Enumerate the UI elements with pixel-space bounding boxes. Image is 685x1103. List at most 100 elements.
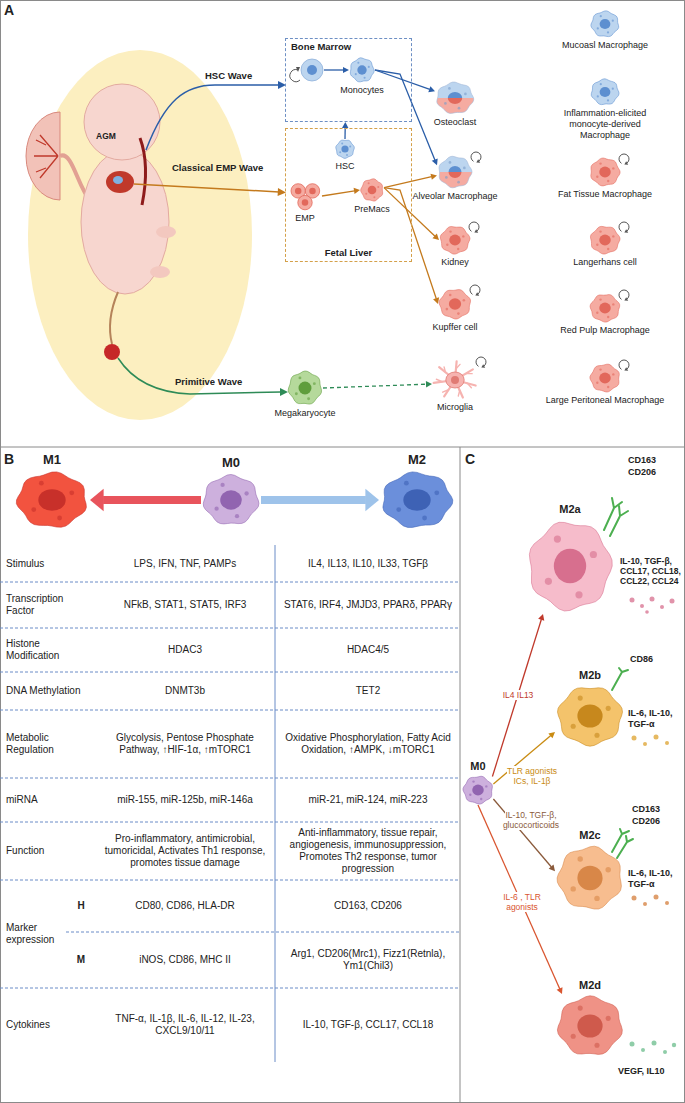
cell-part — [594, 733, 599, 738]
region-title: Fetal Liver — [286, 247, 411, 258]
cell-part — [607, 31, 609, 33]
cell-part — [612, 235, 614, 237]
text-label: A — [4, 2, 20, 19]
text-label: Classical EMP Wave — [172, 162, 284, 173]
cell-part — [313, 382, 316, 385]
cell-node: M1 — [14, 452, 90, 530]
cell-shape — [589, 225, 621, 255]
cell-part — [295, 392, 298, 395]
cell-part — [336, 140, 355, 158]
cell-node: Osteoclast — [410, 81, 500, 128]
cell-label: M0 — [462, 760, 494, 773]
cell-part — [570, 886, 575, 891]
cell-part — [597, 27, 599, 29]
cell-shape — [590, 78, 620, 106]
cell-part — [545, 578, 552, 585]
cell-node: M2b — [555, 669, 625, 748]
cell-part — [600, 15, 602, 17]
cell-part — [449, 294, 452, 297]
self-renewal-arrowhead — [624, 229, 628, 232]
table-cell: Transcription Factor — [6, 582, 94, 628]
cell-label: Monocytes — [332, 85, 392, 96]
text-label: B — [4, 451, 20, 468]
cell-part — [597, 95, 599, 97]
cell-node: M0 — [201, 455, 261, 527]
text-label: IL-10, TGF-β, CCL17, CCL18, CCL22, CCL24 — [620, 556, 683, 587]
cell-part — [444, 102, 447, 105]
cell-part — [16, 472, 86, 527]
table-cell: CD163, CD206 — [280, 880, 456, 932]
cell-label: M1 — [14, 452, 90, 468]
cell-part — [472, 785, 484, 796]
text-label: VEGF, IL10 — [618, 1066, 682, 1077]
text-label: IL-6, IL-10, TGF-α — [628, 708, 684, 730]
cell-node: Inflammation-elicited monocyte-derived M… — [545, 78, 665, 140]
cell-part — [457, 181, 460, 184]
cell-part — [467, 383, 471, 387]
cell-part — [594, 896, 599, 901]
table-cell: Cytokines — [6, 988, 94, 1062]
cell-node: Mucoasl Macrophage — [545, 10, 665, 51]
cell-part — [529, 522, 612, 611]
cell-part — [445, 176, 448, 179]
cell-part — [449, 166, 462, 178]
cell-part — [350, 58, 374, 82]
cell-shape — [432, 360, 478, 400]
edge-line — [323, 384, 427, 388]
cell-part — [220, 490, 242, 509]
table-cell: miR-155, miR-125b, miR-146a — [100, 778, 270, 822]
cell-part — [612, 373, 614, 375]
cell-part — [607, 99, 609, 101]
cell-node: HSC — [330, 139, 360, 172]
cell-part — [472, 780, 474, 782]
table-cell: Marker expression — [6, 880, 64, 988]
cell-shape — [555, 684, 625, 748]
edge-line — [492, 619, 541, 776]
cell-part — [458, 107, 461, 110]
cell-node: Microglia — [420, 360, 490, 413]
cell-part — [577, 856, 582, 861]
table-cell: Arg1, CD206(Mrc1), Fizz1(Retnla), Ym1(Ch… — [280, 932, 456, 988]
table-cell: CD80, CD86, HLA-DR — [100, 880, 270, 932]
cell-part — [599, 235, 611, 246]
cell-part — [446, 372, 464, 388]
edge-label-box: IL-6 , TLR agonists — [494, 892, 550, 912]
text-label: Primitive Wave — [175, 376, 267, 387]
cell-part — [341, 145, 348, 152]
cell-part — [302, 199, 308, 205]
cell-part — [607, 180, 609, 182]
cell-part — [612, 303, 614, 305]
cell-part — [578, 696, 583, 701]
cell-part — [591, 79, 619, 105]
cell-node: Megakaryocyte — [265, 370, 345, 419]
cell-part — [307, 397, 310, 400]
cell-part — [444, 367, 445, 372]
table-cell: Anti-inflammatory, tissue repair, angiog… — [280, 822, 456, 880]
cell-part — [480, 798, 482, 800]
connector — [384, 174, 437, 188]
text-label: IL-6, IL-10, TGF-α — [628, 868, 684, 890]
self-renewal-arrowhead — [474, 229, 478, 232]
cell-part — [599, 298, 601, 300]
cell-node: Alveolar Macrophage — [407, 155, 503, 202]
cell-part — [599, 303, 611, 314]
cell-part — [554, 536, 561, 543]
cell-part — [364, 77, 366, 79]
cell-part — [404, 481, 409, 486]
cell-part — [457, 248, 459, 250]
cell-part — [38, 489, 65, 511]
edge-label-box: TLR agonists ICs, IL-1β — [503, 766, 561, 786]
cell-label: M2d — [555, 979, 625, 992]
cell-label: Large Peritoneal Macrophage — [545, 395, 665, 406]
cell-part — [368, 186, 377, 195]
cell-part — [577, 1014, 602, 1037]
cell-part — [596, 382, 598, 384]
cell-shape — [360, 178, 384, 202]
cell-part — [590, 551, 597, 558]
cell-shape — [525, 518, 615, 614]
cell-part — [605, 867, 610, 872]
cell-part — [571, 1034, 576, 1039]
cell-part — [449, 161, 452, 164]
cell-part — [599, 162, 601, 164]
connector — [492, 614, 544, 777]
